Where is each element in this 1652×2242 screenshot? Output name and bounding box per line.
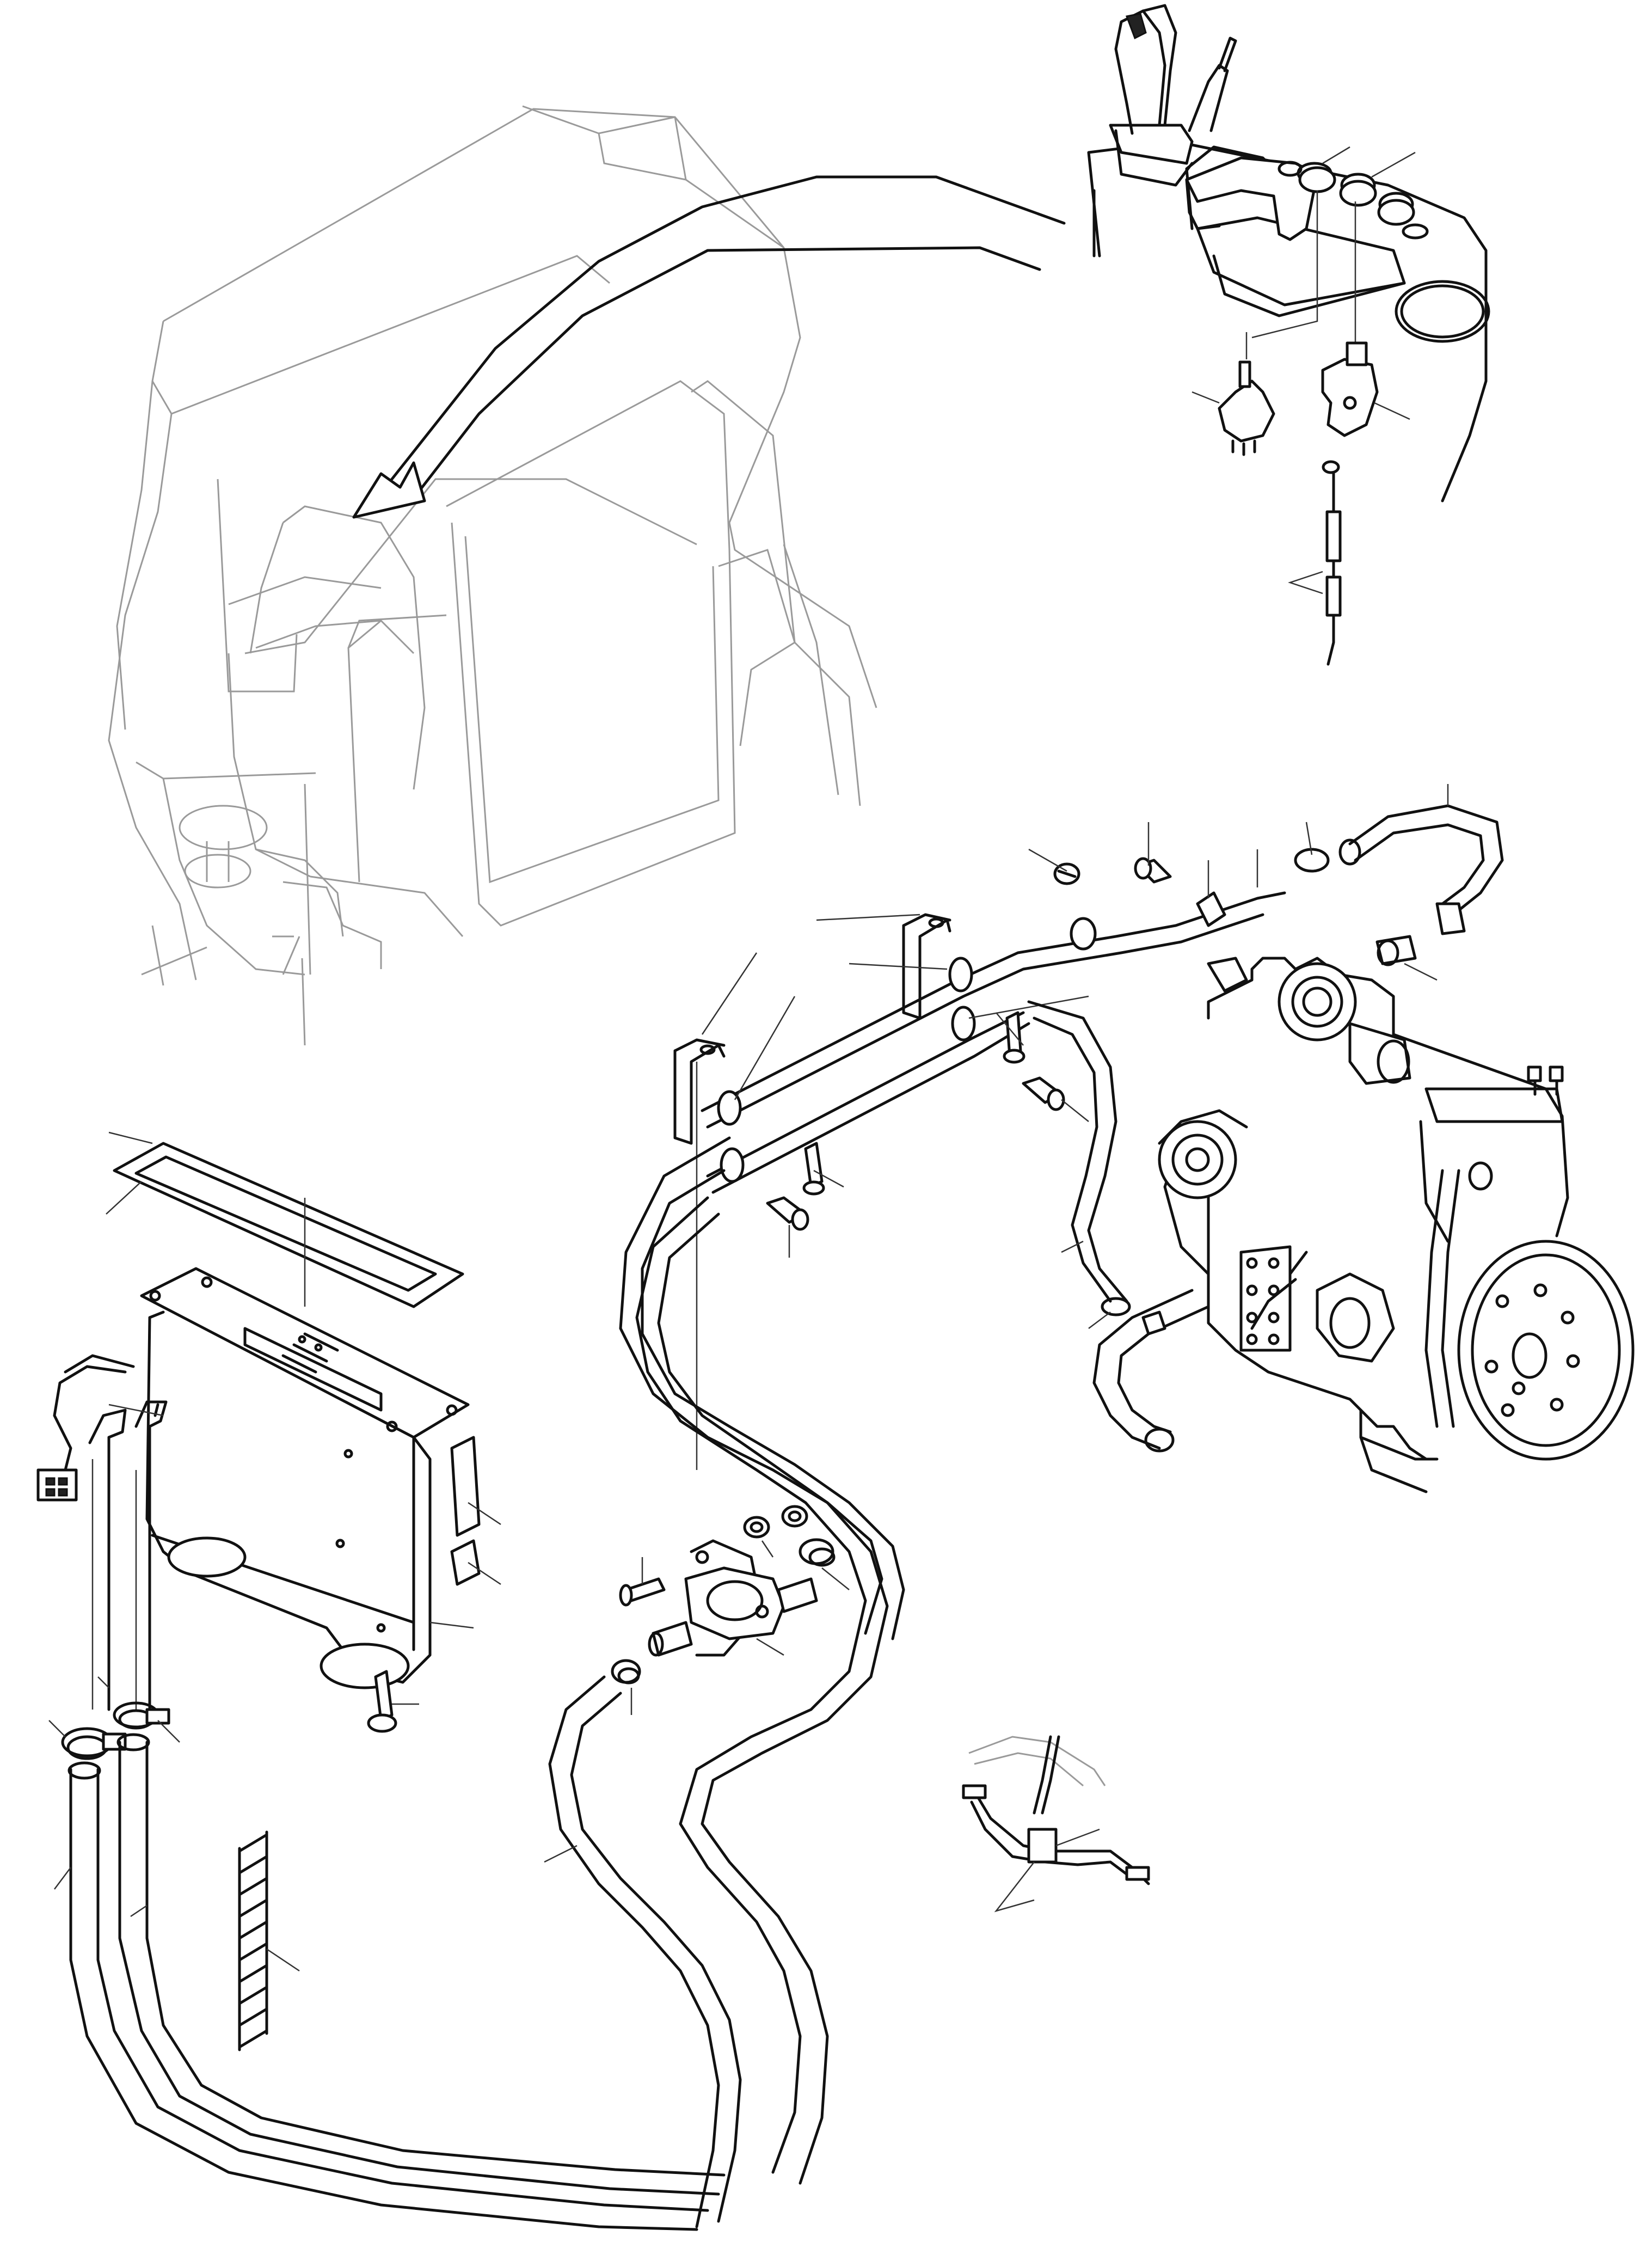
main-hoses — [544, 1000, 1128, 2228]
engine-block — [1088, 784, 1635, 1493]
heater-valve — [611, 1505, 850, 1715]
cab-outline — [108, 105, 877, 1046]
heater-unit — [36, 1131, 501, 1733]
location-arrow — [352, 175, 1066, 519]
heater-hoses — [48, 1676, 726, 2231]
bracket-pipes — [673, 822, 1330, 1470]
operator-console — [1087, 4, 1490, 666]
cable-tie — [962, 1735, 1150, 1913]
